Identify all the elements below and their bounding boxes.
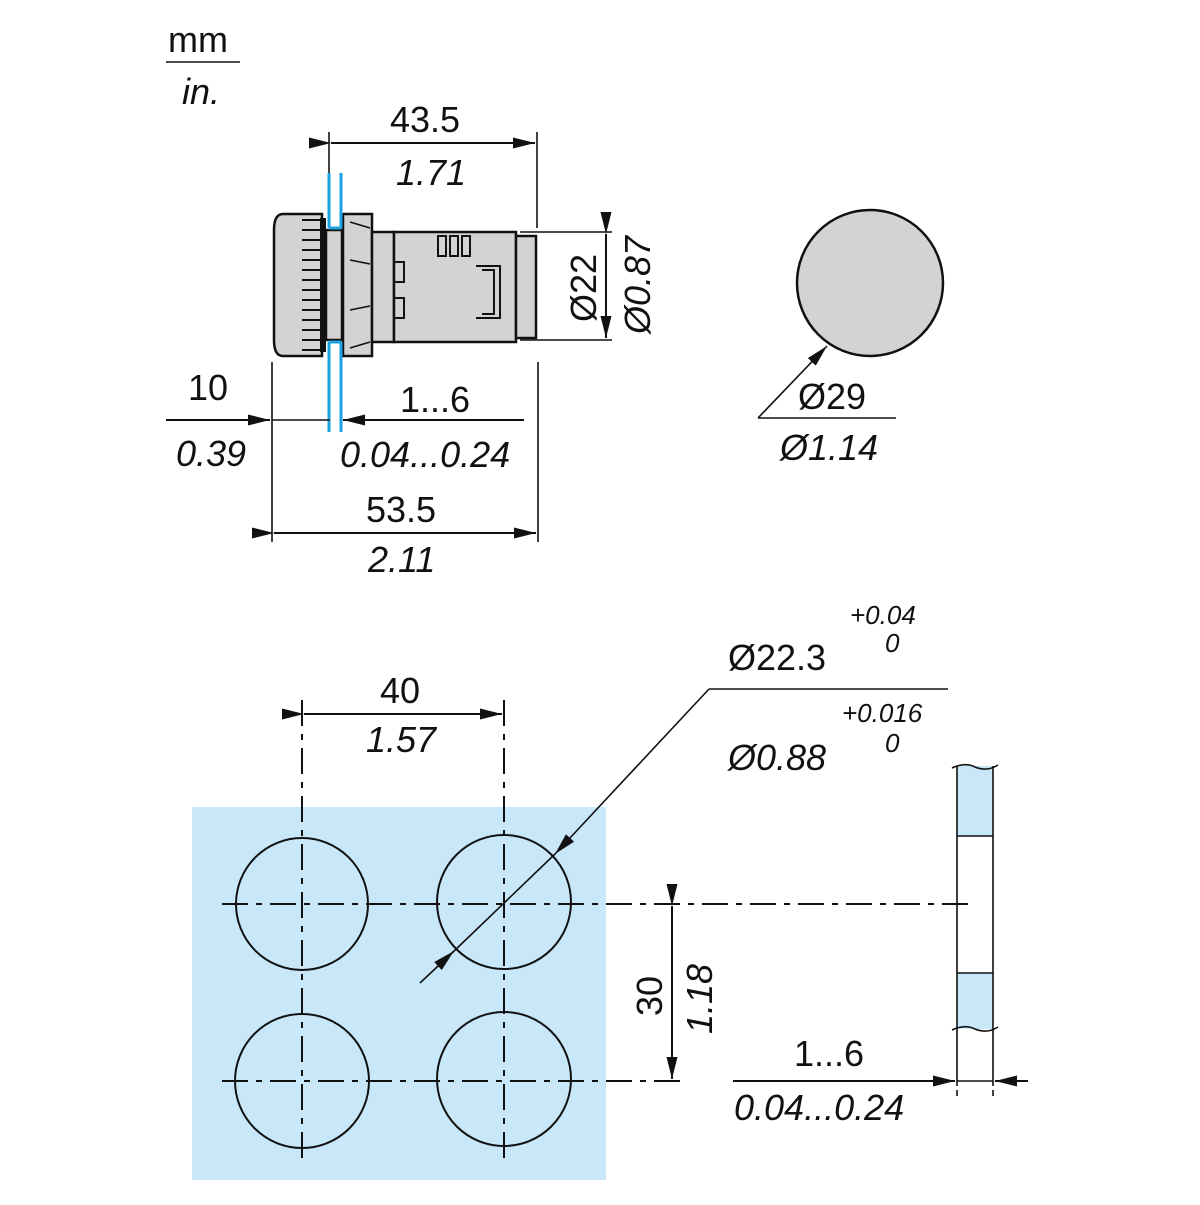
panel-area xyxy=(192,807,606,1180)
dim-hole-spacing-h-in: 1.57 xyxy=(366,719,438,760)
dim-body-length-in: 1.71 xyxy=(396,152,466,193)
units-legend: mm in. xyxy=(166,19,240,112)
unit-mm-label: mm xyxy=(168,19,228,60)
dim-panel-thickness2-in: 0.04...0.24 xyxy=(734,1087,904,1128)
dim-hole-spacing-v-mm: 30 xyxy=(629,976,670,1016)
tol-lower-mm: 0 xyxy=(885,628,900,658)
dim-total-length-mm: 53.5 xyxy=(366,489,436,530)
tol-upper-in: +0.016 xyxy=(842,698,923,728)
dim-front-protrusion-in: 0.39 xyxy=(176,433,246,474)
dim-bezel-diameter-in: Ø1.14 xyxy=(779,427,878,468)
dim-hole-diameter-mm: Ø22.3 xyxy=(728,637,826,678)
dim-hole-spacing-v-in: 1.18 xyxy=(679,964,720,1034)
panel-section-side xyxy=(951,763,999,1100)
side-view: 43.5 1.71 xyxy=(166,99,658,580)
dim-body-length-mm: 43.5 xyxy=(390,99,460,140)
bezel-circle xyxy=(795,208,945,358)
dim-panel-thickness2-mm: 1...6 xyxy=(794,1033,864,1074)
dim-panel-thickness-in: 0.04...0.24 xyxy=(340,434,510,475)
front-view: Ø29 Ø1.14 xyxy=(757,208,945,468)
dim-body-diameter-mm: Ø22 xyxy=(563,254,604,322)
dim-body-diameter-in: Ø0.87 xyxy=(617,234,658,335)
dim-hole-diameter-in: Ø0.88 xyxy=(727,737,826,778)
unit-inch-label: in. xyxy=(182,71,220,112)
dim-front-protrusion-mm: 10 xyxy=(188,367,228,408)
dim-total-length-in: 2.11 xyxy=(367,539,435,580)
panel-section-lines xyxy=(327,173,343,432)
dim-bezel-diameter-mm: Ø29 xyxy=(798,376,866,417)
tol-upper-mm: +0.04 xyxy=(850,600,916,630)
pilot-light-body xyxy=(272,212,538,358)
panel-cutout: 40 1.57 30 1.18 Ø22.3 +0.04 0 Ø0.88 +0.0… xyxy=(192,600,1028,1180)
dim-hole-spacing-h-mm: 40 xyxy=(380,670,420,711)
tol-lower-in: 0 xyxy=(885,728,900,758)
dim-panel-thickness-mm: 1...6 xyxy=(400,379,470,420)
